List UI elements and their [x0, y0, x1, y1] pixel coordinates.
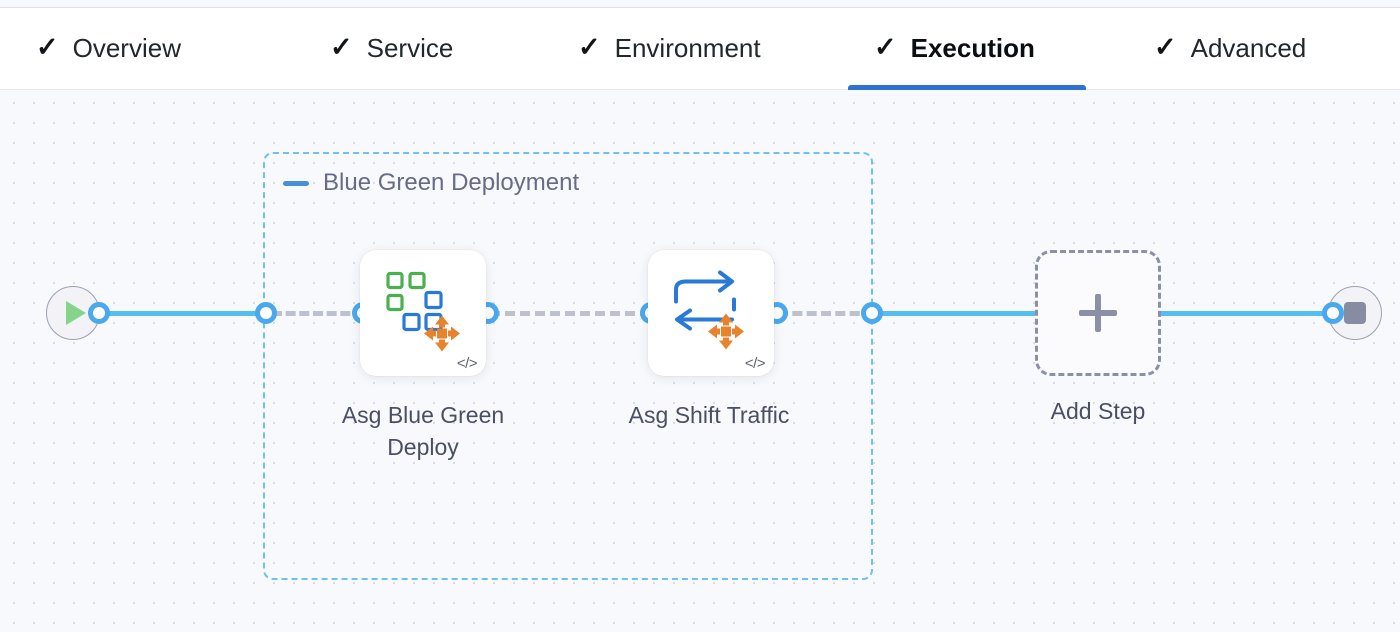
tab-environment[interactable]: ✓ Environment — [578, 9, 761, 90]
pipeline-canvas[interactable]: Blue Green Deployment — [0, 90, 1400, 632]
pipeline-start-node[interactable] — [46, 286, 100, 340]
code-badge: </> — [744, 355, 766, 372]
check-icon: ✓ — [36, 32, 59, 62]
tab-advanced[interactable]: ✓ Advanced — [1154, 9, 1306, 90]
add-step-label: Add Step — [1050, 398, 1146, 424]
port-group-in[interactable] — [255, 302, 277, 324]
connector-step2-to-group-exit — [778, 311, 874, 316]
step-node-asg-shift-traffic[interactable]: </> — [648, 250, 774, 376]
play-icon — [66, 301, 86, 325]
asg-blue-green-deploy-icon — [380, 268, 466, 359]
step-node-asg-blue-green-deploy[interactable]: </> — [360, 250, 486, 376]
connector-start-to-group — [96, 311, 268, 316]
connector-addstep-to-end — [1158, 311, 1334, 316]
tab-label: Service — [366, 32, 454, 63]
stage-group-header: Blue Green Deployment — [283, 168, 579, 198]
stop-icon — [1344, 302, 1366, 324]
check-icon: ✓ — [578, 32, 601, 62]
step-label-asg-shift-traffic: Asg Shift Traffic — [628, 402, 790, 428]
check-icon: ✓ — [1154, 32, 1177, 62]
port-start-out[interactable] — [88, 302, 110, 324]
tab-label: Overview — [72, 32, 181, 63]
stage-group-title: Blue Green Deployment — [323, 169, 580, 196]
add-step-button[interactable] — [1035, 250, 1161, 376]
connector-group-to-addstep — [876, 311, 1040, 316]
connector-step1-to-step2 — [490, 311, 650, 316]
plus-icon — [1079, 294, 1117, 332]
port-group-out[interactable] — [861, 302, 883, 324]
tab-label: Advanced — [1190, 32, 1307, 63]
connector-group-to-step1 — [272, 311, 364, 316]
code-badge: </> — [456, 355, 478, 372]
tab-execution[interactable]: ✓ Execution — [848, 9, 1086, 90]
tab-label: Execution — [910, 32, 1035, 63]
tab-service[interactable]: ✓ Service — [330, 9, 453, 90]
check-icon: ✓ — [874, 32, 897, 62]
minus-icon[interactable] — [283, 180, 309, 186]
step-label-asg-blue-green-deploy: Asg Blue Green Deploy — [341, 402, 505, 460]
tab-overview[interactable]: ✓ Overview — [36, 9, 181, 90]
tab-label: Environment — [614, 32, 761, 63]
wizard-tab-bar: ✓ Overview ✓ Service ✓ Environment ✓ Exe… — [0, 9, 1400, 90]
port-end-in[interactable] — [1322, 302, 1344, 324]
check-icon: ✓ — [330, 32, 353, 62]
asg-shift-traffic-icon — [668, 268, 754, 359]
top-strip — [0, 0, 1400, 8]
active-tab-indicator — [848, 85, 1086, 90]
stage-group-blue-green-deployment[interactable] — [263, 152, 873, 580]
